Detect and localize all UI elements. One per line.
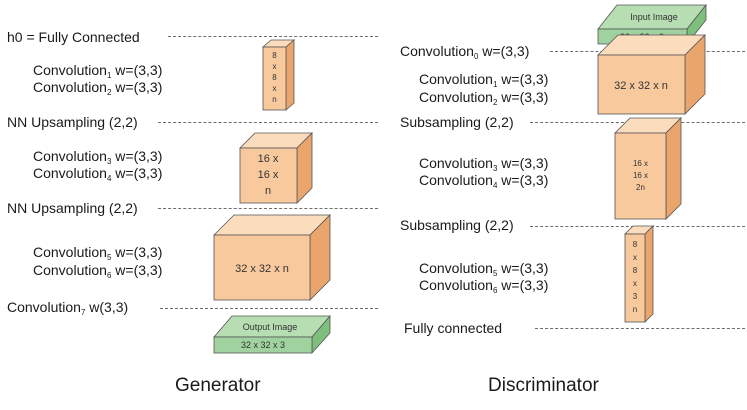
generator-conv7-line (160, 308, 378, 309)
generator-h0-line (168, 36, 378, 37)
discriminator-block-8x8x3n: 8 x 8 x 3 n (624, 225, 654, 323)
generator-h0-label: h0 = Fully Connected (7, 29, 140, 45)
generator-conv4-label: Convolution4 w=(3,3) (33, 165, 163, 183)
generator-block-32x32xn: 32 x 32 x n (213, 214, 331, 301)
block-text: 16 x (633, 159, 648, 168)
block-text: 2n (636, 183, 645, 192)
block-text: n (265, 185, 271, 197)
discriminator-conv0-label: Convolution0 w=(3,3) (400, 43, 530, 61)
block-text: x (273, 62, 277, 71)
generator-conv2-label: Convolution2 w=(3,3) (33, 79, 163, 97)
generator-conv5-label: Convolution5 w=(3,3) (33, 244, 163, 262)
block-text: x (633, 253, 637, 262)
discriminator-block-32x32xn: 32 x 32 x n (597, 34, 706, 115)
generator-conv3-label: Convolution3 w=(3,3) (33, 148, 163, 166)
generator-conv7-label: Convolution7 w(3,3) (7, 299, 129, 317)
generator-caption: Generator (175, 375, 261, 396)
block-text: Output Image (243, 322, 298, 332)
generator-upsampling1-label: NN Upsampling (2,2) (7, 114, 138, 130)
block-text: 8 (272, 73, 277, 82)
discriminator-conv2-label: Convolution2 w=(3,3) (419, 89, 549, 107)
block-text: 3 (633, 292, 638, 301)
block-text: 16 x (633, 171, 648, 180)
block-text: 32 x 32 x n (235, 263, 289, 275)
discriminator-caption: Discriminator (488, 375, 599, 396)
generator-conv1-label: Convolution1 w=(3,3) (33, 62, 163, 80)
discriminator-conv3-label: Convolution3 w=(3,3) (419, 155, 549, 173)
discriminator-block-16x16x2n: 16 x 16 x 2n (614, 117, 682, 220)
block-text: 16 x (258, 153, 279, 165)
discriminator-conv1-label: Convolution1 w=(3,3) (419, 71, 549, 89)
generator-block-16x16xn: 16 x 16 x n (239, 132, 313, 204)
discriminator-fc-label: Fully connected (404, 320, 503, 336)
block-text: x (633, 279, 637, 288)
generator-output-image: Output Image 32 x 32 x 3 (213, 314, 331, 355)
generator-block-8x8xn: 8 x 8 x n (261, 39, 296, 111)
discriminator-conv6-label: Convolution6 w=(3,3) (419, 277, 549, 295)
block-text: 32 x 32 x 3 (241, 340, 285, 350)
block-text: 16 x (258, 169, 279, 181)
discriminator-subsampling1-label: Subsampling (2,2) (400, 114, 514, 130)
block-text: n (633, 305, 637, 314)
discriminator-conv5-label: Convolution5 w=(3,3) (419, 260, 549, 278)
block-text: 8 (633, 240, 638, 249)
block-text: 8 (633, 266, 638, 275)
block-text: n (272, 95, 276, 104)
discriminator-fc-line (535, 328, 745, 329)
block-text: 32 x 32 x n (614, 80, 668, 92)
block-text: Input Image (630, 12, 678, 22)
generator-conv6-label: Convolution6 w=(3,3) (33, 262, 163, 280)
generator-upsampling1-line (158, 122, 378, 123)
discriminator-conv4-label: Convolution4 w=(3,3) (419, 172, 549, 190)
block-text: 8 (272, 51, 277, 60)
generator-upsampling2-label: NN Upsampling (2,2) (7, 200, 138, 216)
block-text: x (273, 84, 277, 93)
discriminator-subsampling2-label: Subsampling (2,2) (400, 217, 514, 233)
generator-upsampling2-line (158, 208, 378, 209)
